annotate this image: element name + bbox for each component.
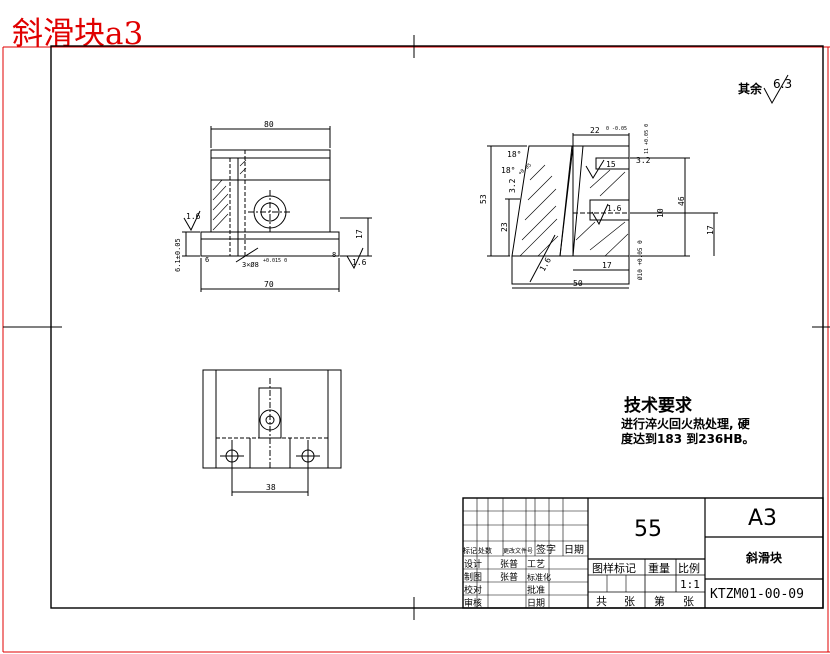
sheet-current: 第 [654,594,665,608]
dim-slot-15: 15 [606,160,616,169]
header-cell-2: 更改文件号 [503,547,533,555]
tech-requirements: 技术要求 进行淬火回火热处理, 硬 度达到183 到236HB。 [621,395,754,446]
title-block-text: 55 A3 斜滑块 KTZM01-00-09 1:1 标记 处数 更改文件号 签… [463,506,804,609]
header-cell-3: 签字 [536,543,556,556]
rough-16b: 1.6 [538,256,553,273]
dim-height-total: 53 [479,194,488,204]
sheet-unit: 张 [624,595,635,608]
header-cell-4: 日期 [564,544,584,556]
dim-side-top: 22 [590,126,600,135]
dim-hole-spacing: 38 [266,483,276,492]
drawing-border [50,45,824,609]
paper-size: A3 [748,506,777,531]
role-label-1: 标准化 [527,572,551,582]
row-label-2: 校对 [464,584,482,596]
surface-note-roughness: 6.3 [773,77,792,91]
signer-1: 张普 [500,571,518,583]
tech-req-line2: 度达到183 到236HB。 [621,431,754,446]
dim-height-inner: 23 [500,222,509,232]
scale-label: 比例 [678,561,700,575]
dim-height-right: 17 [355,229,364,239]
dim-left-height: 6.1±0.05 [174,238,182,272]
dim-angle2: 18° [501,166,515,175]
top-view [202,369,342,496]
front-view-dims: 80 70 3×Ø8 +0.015 0 17 6.1±0.05 6 8 1.6 … [174,120,367,289]
role-label-3: 日期 [527,598,545,609]
dim-17b: 17 [602,261,612,270]
dim-right-small: 8 [332,251,336,259]
weight-label: 重量 [648,561,670,575]
dim-left-small: 6 [205,256,209,264]
dim-thread: 3×Ø8 [242,261,259,269]
part-name: 斜滑块 [745,550,783,565]
dim-angle1: 18° [507,150,521,159]
sheet-unit2: 张 [683,595,694,608]
rough-16: 1.6 [607,204,622,213]
rough-32: 3.2 [636,156,651,165]
header-cell-0: 标记 [463,546,477,555]
dim-side-top-tol: 0 -0.05 [606,126,627,132]
rough-32b: 3.2 [508,178,517,193]
rough-left: 1.6 [186,212,201,221]
title-block [462,497,824,609]
sheet-total: 共 [596,595,607,608]
dim-angle-tol: +0.05 [517,162,532,176]
row-label-3: 审核 [464,597,482,609]
header-cell-1: 处数 [478,546,492,555]
dim-46: 46 [677,196,686,206]
scale-value: 1:1 [680,578,700,591]
side-view [487,133,718,289]
signer-0: 张普 [500,558,518,570]
dim-thread-tol: +0.015 0 [263,258,287,264]
tech-req-title: 技术要求 [624,395,692,416]
row-label-0: 设计 [464,558,482,570]
roughness-symbol [763,74,789,105]
role-label-2: 批准 [527,584,545,596]
centering-marks [3,35,830,620]
dim-10: 10 [656,208,665,218]
role-label-0: 工艺 [527,559,545,570]
dim-17: 17 [706,225,715,235]
surface-note: 其余 6.3 [738,74,792,105]
dim-side-right-tol: 11 +0.05 0 [644,124,650,154]
rough-right: 1.6 [352,258,367,267]
mass-value: 55 [634,517,662,542]
surface-note-label: 其余 [738,81,763,96]
dim-overall-width: 70 [264,280,274,289]
row-label-1: 制图 [464,571,482,583]
tech-req-line1: 进行淬火回火热处理, 硬 [621,416,751,431]
dim-bottom-tol: Ø10 +0.05 0 [637,240,644,280]
front-view [182,126,372,292]
mark-label: 图样标记 [592,561,636,575]
outer-frame [2,46,830,653]
dim-bottom-50: 50 [573,279,583,288]
dim-top-width: 80 [264,120,274,129]
side-view-dims: 22 0 -0.05 11 +0.05 0 18° 18° +0.05 53 2… [479,124,715,288]
drawing-number: KTZM01-00-09 [710,587,804,602]
